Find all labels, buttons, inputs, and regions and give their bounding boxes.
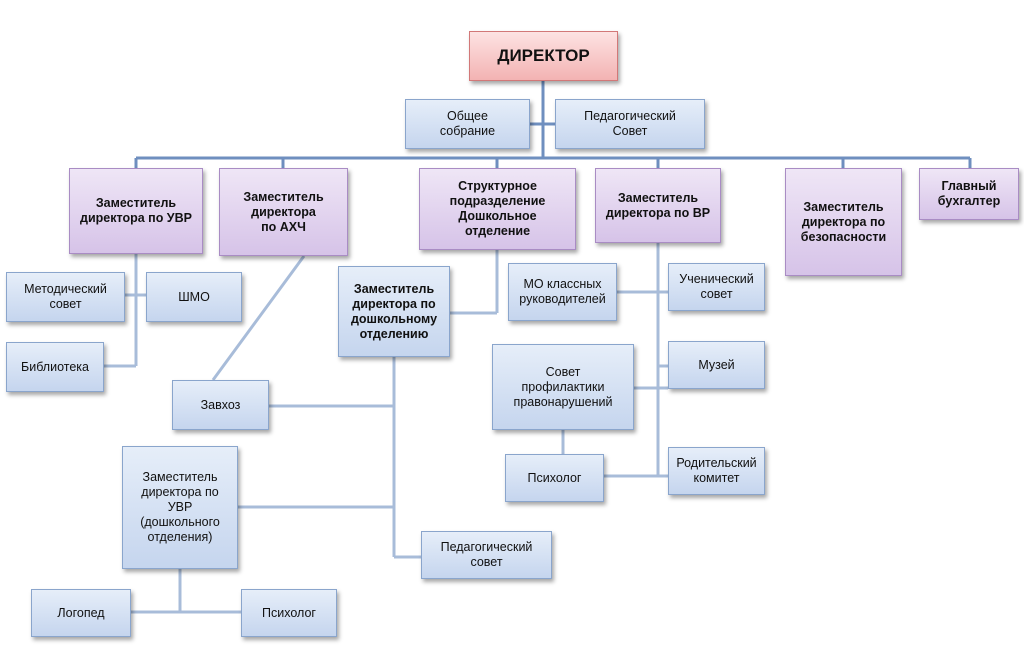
deputy-ahch-box[interactable]: Заместитель директора по АХЧ (219, 168, 348, 256)
psychologist-preschool-box[interactable]: Психолог (241, 589, 337, 637)
methodical-council-box[interactable]: Методический совет (6, 272, 125, 322)
pedagogical-council-box[interactable]: Педагогический Совет (555, 99, 705, 149)
psychologist-school-box[interactable]: Психолог (505, 454, 604, 502)
deputy-uvr-box[interactable]: Заместитель директора по УВР (69, 168, 203, 254)
pedagogical-council-preschool-box[interactable]: Педагогический совет (421, 531, 552, 579)
student-council-box[interactable]: Ученический совет (668, 263, 765, 311)
mo-class-teachers-box[interactable]: МО классных руководителей (508, 263, 617, 321)
parent-committee-box[interactable]: Родительский комитет (668, 447, 765, 495)
chief-accountant-box[interactable]: Главный бухгалтер (919, 168, 1019, 220)
structural-unit-box[interactable]: Структурное подразделение Дошкольное отд… (419, 168, 576, 250)
museum-box[interactable]: Музей (668, 341, 765, 389)
supply-manager-box[interactable]: Завхоз (172, 380, 269, 430)
deputy-uvr-preschool-box[interactable]: Заместитель директора по УВР (дошкольног… (122, 446, 238, 569)
general-meeting-box[interactable]: Общее собрание (405, 99, 530, 149)
deputy-preschool-box[interactable]: Заместитель директора по дошкольному отд… (338, 266, 450, 357)
prevention-council-box[interactable]: Совет профилактики правонарушений (492, 344, 634, 430)
director-box[interactable]: ДИРЕКТОР (469, 31, 618, 81)
speech-therapist-box[interactable]: Логопед (31, 589, 131, 637)
deputy-security-box[interactable]: Заместитель директора по безопасности (785, 168, 902, 276)
deputy-vr-box[interactable]: Заместитель директора по ВР (595, 168, 721, 243)
library-box[interactable]: Библиотека (6, 342, 104, 392)
shmo-box[interactable]: ШМО (146, 272, 242, 322)
